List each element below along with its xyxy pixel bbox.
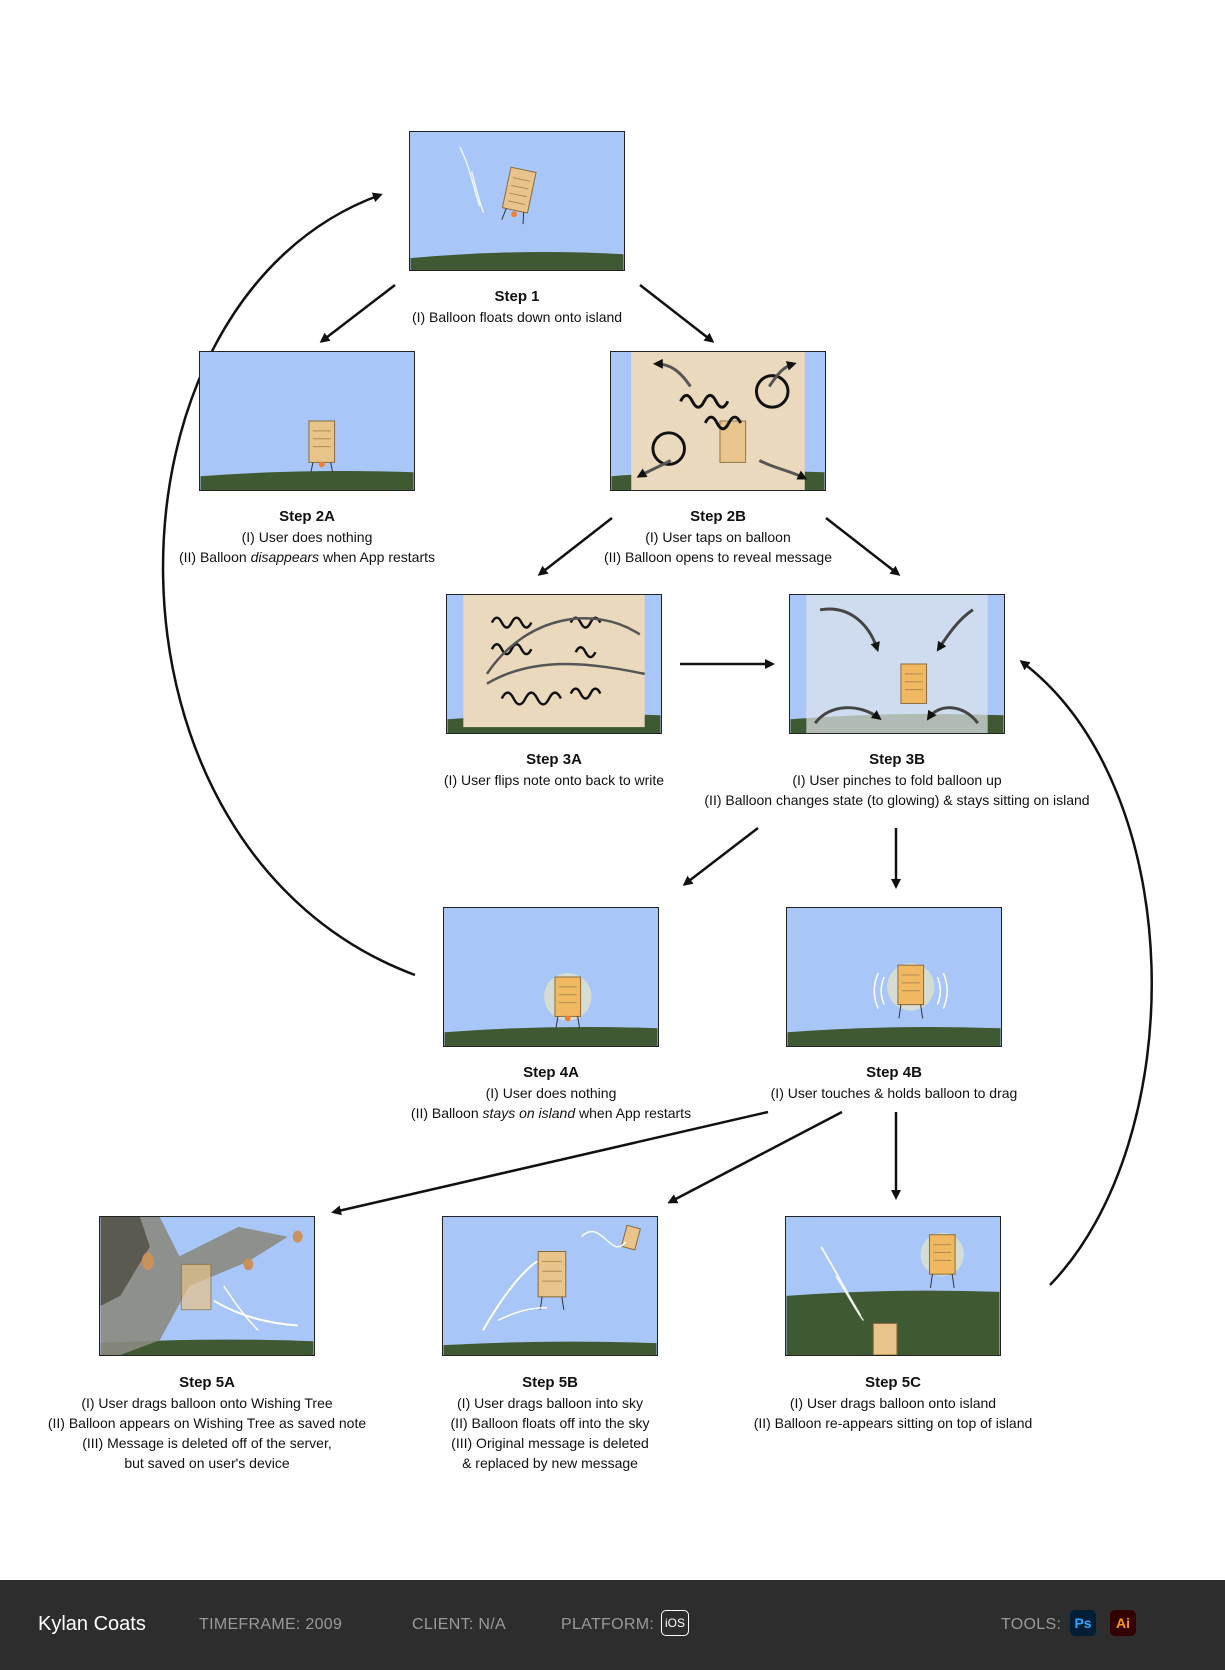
- tools-label: TOOLS:: [1001, 1616, 1062, 1633]
- step-5b-line-3: (III) Original message is deleted: [451, 1435, 649, 1451]
- step-5a-line-3: (III) Message is deleted off of the serv…: [82, 1435, 332, 1451]
- step-4a-title: Step 4A: [523, 1064, 579, 1081]
- platform-label: PLATFORM:: [561, 1616, 655, 1633]
- step-5a-line-1: (I) User drags balloon onto Wishing Tree: [81, 1395, 333, 1411]
- step-2a-frame: [199, 351, 415, 491]
- step-4b-frame: [786, 907, 1002, 1047]
- step-3b-caption: Step 3B (I) User pinches to fold balloon…: [697, 750, 1097, 810]
- step-3b-line-2: (II) Balloon changes state (to glowing) …: [704, 792, 1090, 808]
- client-label: CLIENT: N/A: [412, 1616, 506, 1633]
- arrow-3b-to-4a: [682, 827, 759, 886]
- step-1-frame: [409, 131, 625, 271]
- step-1-line-1: (I) Balloon floats down onto island: [411, 309, 623, 325]
- step-5b-caption: Step 5B (I) User drags balloon into sky …: [350, 1373, 750, 1473]
- step-5a-caption: Step 5A (I) User drags balloon onto Wish…: [7, 1373, 407, 1473]
- illustrator-icon: Ai: [1110, 1610, 1136, 1636]
- step-5c-title: Step 5C: [865, 1374, 921, 1391]
- step-2b-line-1: (I) User taps on balloon: [645, 529, 791, 545]
- step-4b-title: Step 4B: [866, 1064, 922, 1081]
- step-5b-line-2: (II) Balloon floats off into the sky: [450, 1415, 650, 1431]
- step-5c-frame: [785, 1216, 1001, 1356]
- step-2a-title: Step 2A: [279, 508, 335, 525]
- step-5a-frame: [99, 1216, 315, 1356]
- footer-bar: Kylan Coats TIMEFRAME: 2009 CLIENT: N/A …: [0, 1580, 1225, 1670]
- step-3a-caption: Step 3A (I) User flips note onto back to…: [354, 750, 754, 790]
- step-3b-line-1: (I) User pinches to fold balloon up: [792, 772, 1002, 788]
- step-5b-frame: [442, 1216, 658, 1356]
- step-1-title: Step 1: [494, 288, 540, 305]
- timeframe-label: TIMEFRAME: 2009: [199, 1616, 343, 1633]
- step-5a-line-4: but saved on user's device: [124, 1455, 290, 1471]
- step-2b-line-2: (II) Balloon opens to reveal message: [603, 549, 832, 565]
- step-5c-line-2: (II) Balloon re-appears sitting on top o…: [753, 1415, 1033, 1431]
- step-4b-line-1: (I) User touches & holds balloon to drag: [770, 1085, 1018, 1101]
- step-2b-caption: Step 2B (I) User taps on balloon (II) Ba…: [518, 507, 918, 567]
- step-5b-line-1: (I) User drags balloon into sky: [457, 1395, 643, 1411]
- step-3a-line-1: (I) User flips note onto back to write: [443, 772, 665, 788]
- step-4a-frame: [443, 907, 659, 1047]
- step-4a-caption: Step 4A (I) User does nothing (II) Ballo…: [351, 1063, 751, 1123]
- arrow-4b-to-5b: [667, 1110, 843, 1204]
- step-5c-line-1: (I) User drags balloon onto island: [789, 1395, 997, 1411]
- step-1-caption: Step 1 (I) Balloon floats down onto isla…: [317, 287, 717, 327]
- step-2a-line-2: (II) Balloon disappears when App restart…: [178, 549, 436, 565]
- arrow-4a-to-5a: [331, 1110, 769, 1216]
- step-3b-title: Step 3B: [869, 751, 925, 768]
- photoshop-icon: Ps: [1070, 1610, 1096, 1636]
- step-5a-line-2: (II) Balloon appears on Wishing Tree as …: [47, 1415, 367, 1431]
- step-5c-caption: Step 5C (I) User drags balloon onto isla…: [693, 1373, 1093, 1433]
- step-4a-line-1: (I) User does nothing: [485, 1085, 617, 1101]
- ios-icon: iOS: [661, 1610, 689, 1636]
- step-5b-title: Step 5B: [522, 1374, 578, 1391]
- step-2b-frame: [610, 351, 826, 491]
- step-5a-title: Step 5A: [179, 1374, 235, 1391]
- step-2a-line-1: (I) User does nothing: [241, 529, 373, 545]
- step-4a-line-2: (II) Balloon stays on island when App re…: [410, 1105, 692, 1121]
- step-3a-title: Step 3A: [526, 751, 582, 768]
- step-4b-caption: Step 4B (I) User touches & holds balloon…: [694, 1063, 1094, 1103]
- author-name: Kylan Coats: [38, 1613, 146, 1635]
- step-2b-title: Step 2B: [690, 508, 746, 525]
- step-3a-frame: [446, 594, 662, 734]
- step-5b-line-4: & replaced by new message: [462, 1455, 638, 1471]
- step-3b-frame: [789, 594, 1005, 734]
- step-2a-caption: Step 2A (I) User does nothing (II) Ballo…: [107, 507, 507, 567]
